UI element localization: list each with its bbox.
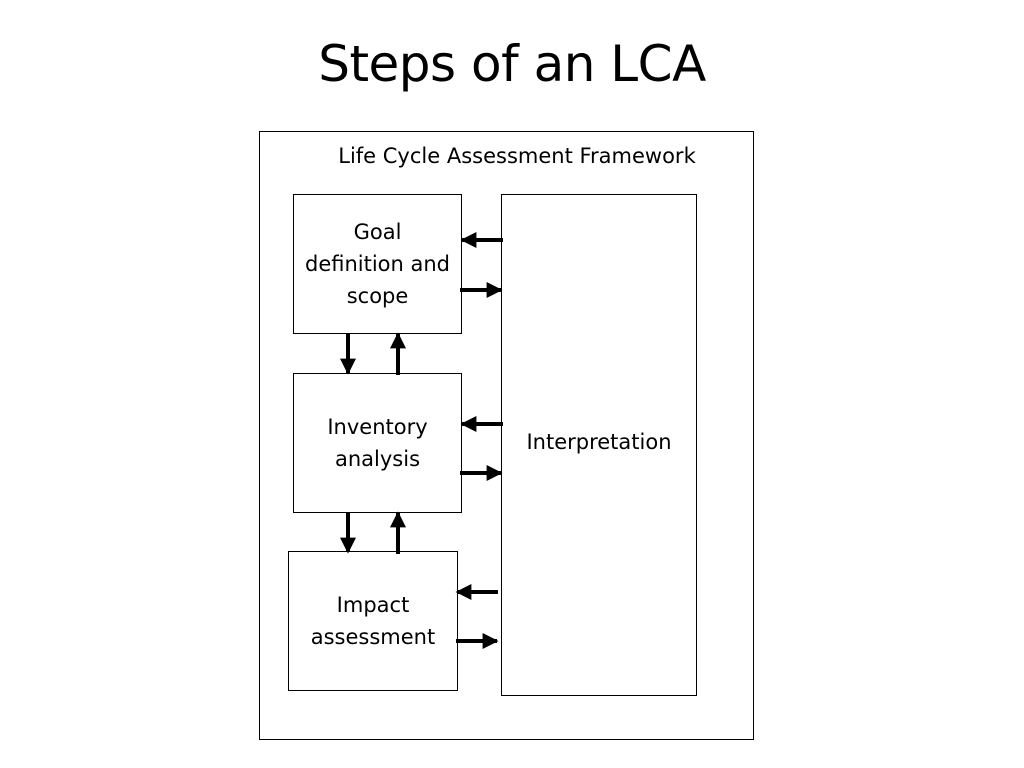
inventory-analysis-label: Inventory analysis — [327, 415, 428, 471]
interpretation-box: Interpretation — [501, 194, 697, 696]
framework-border — [259, 131, 754, 740]
inventory-analysis-box: Inventory analysis — [293, 373, 462, 513]
goal-definition-box: Goal definition and scope — [293, 194, 462, 334]
interpretation-label: Interpretation — [526, 430, 672, 454]
slide-title: Steps of an LCA — [318, 35, 706, 93]
framework-label: Life Cycle Assessment Framework — [338, 144, 696, 168]
impact-assessment-box: Impact assessment — [288, 551, 458, 691]
impact-assessment-label: Impact assessment — [310, 593, 436, 649]
goal-definition-label: Goal definition and scope — [304, 220, 451, 308]
